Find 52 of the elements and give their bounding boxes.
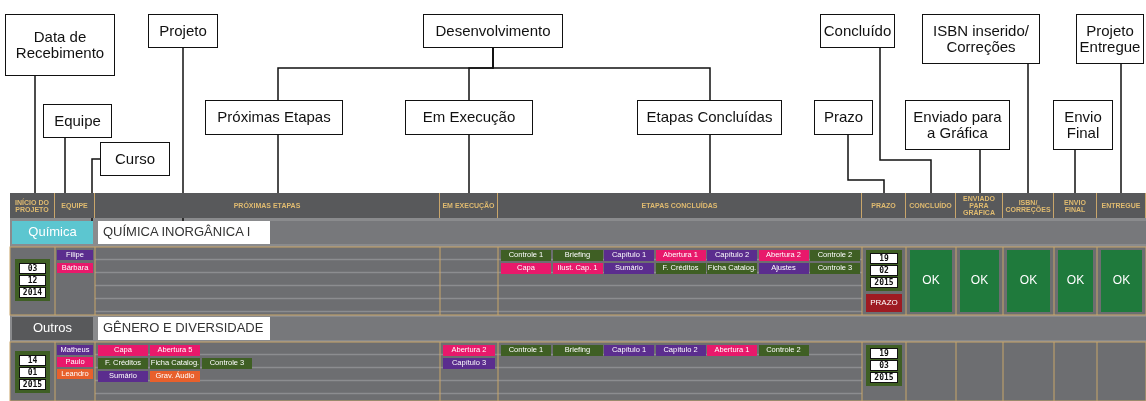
callout-box: Etapas Concluídas (637, 100, 782, 135)
date-value: 2015 (870, 276, 898, 288)
connector-line (492, 47, 711, 101)
leader-line (879, 47, 932, 194)
callout-box: Em Execução (405, 100, 533, 135)
date-block (866, 250, 902, 291)
project-title: GÊNERO E DIVERSIDADE (98, 317, 270, 340)
callout-box: Curso (100, 142, 170, 176)
callout-box: Envio Final (1053, 100, 1113, 150)
leader-line (847, 134, 885, 194)
date-value: 2014 (19, 286, 46, 298)
date-value: 02 (870, 265, 898, 276)
callout-box: Projeto (148, 14, 218, 48)
date-value: 2015 (870, 371, 898, 383)
leader-line (1120, 63, 1122, 194)
course-badge: Outros (12, 317, 93, 340)
callout-box: Equipe (43, 104, 112, 138)
leader-line (1074, 149, 1076, 194)
callout-box: Desenvolvimento (423, 14, 563, 48)
callout-box: Próximas Etapas (205, 100, 343, 135)
course-badge: Química (12, 221, 93, 244)
callout-box: Prazo (814, 100, 873, 135)
leader-line (709, 134, 711, 194)
callout-box: ISBN inserido/ Correções (922, 14, 1040, 64)
leader-line (34, 75, 36, 194)
date-block (15, 351, 50, 393)
date-value: 19 (870, 348, 898, 360)
date-value: 12 (19, 274, 46, 286)
status-ok-badge: OK (1007, 250, 1050, 312)
date-block (15, 259, 50, 301)
callout-box: Enviado para a Gráfica (905, 100, 1010, 150)
date-block (866, 345, 902, 386)
callout-box: Concluído (820, 14, 895, 48)
leader-line (979, 149, 981, 194)
deadline-badge: PRAZO (866, 294, 902, 312)
date-value: 03 (870, 360, 898, 371)
project-title: QUÍMICA INORGÂNICA I (98, 221, 270, 244)
status-ok-badge: OK (1058, 250, 1093, 312)
date-value: 01 (19, 366, 46, 378)
date-value: 03 (19, 262, 46, 274)
leader-line (64, 137, 66, 194)
status-ok-badge: OK (1101, 250, 1142, 312)
date-value: 14 (19, 354, 46, 366)
status-ok-badge: OK (960, 250, 999, 312)
status-ok-badge: OK (910, 250, 952, 312)
callout-box: Data de Recebimento (5, 14, 115, 76)
callout-box: Projeto Entregue (1076, 14, 1144, 64)
leader-line (468, 134, 470, 194)
leader-line (1027, 63, 1029, 194)
date-value: 2015 (19, 378, 46, 390)
date-value: 19 (870, 253, 898, 265)
leader-line (277, 134, 279, 194)
